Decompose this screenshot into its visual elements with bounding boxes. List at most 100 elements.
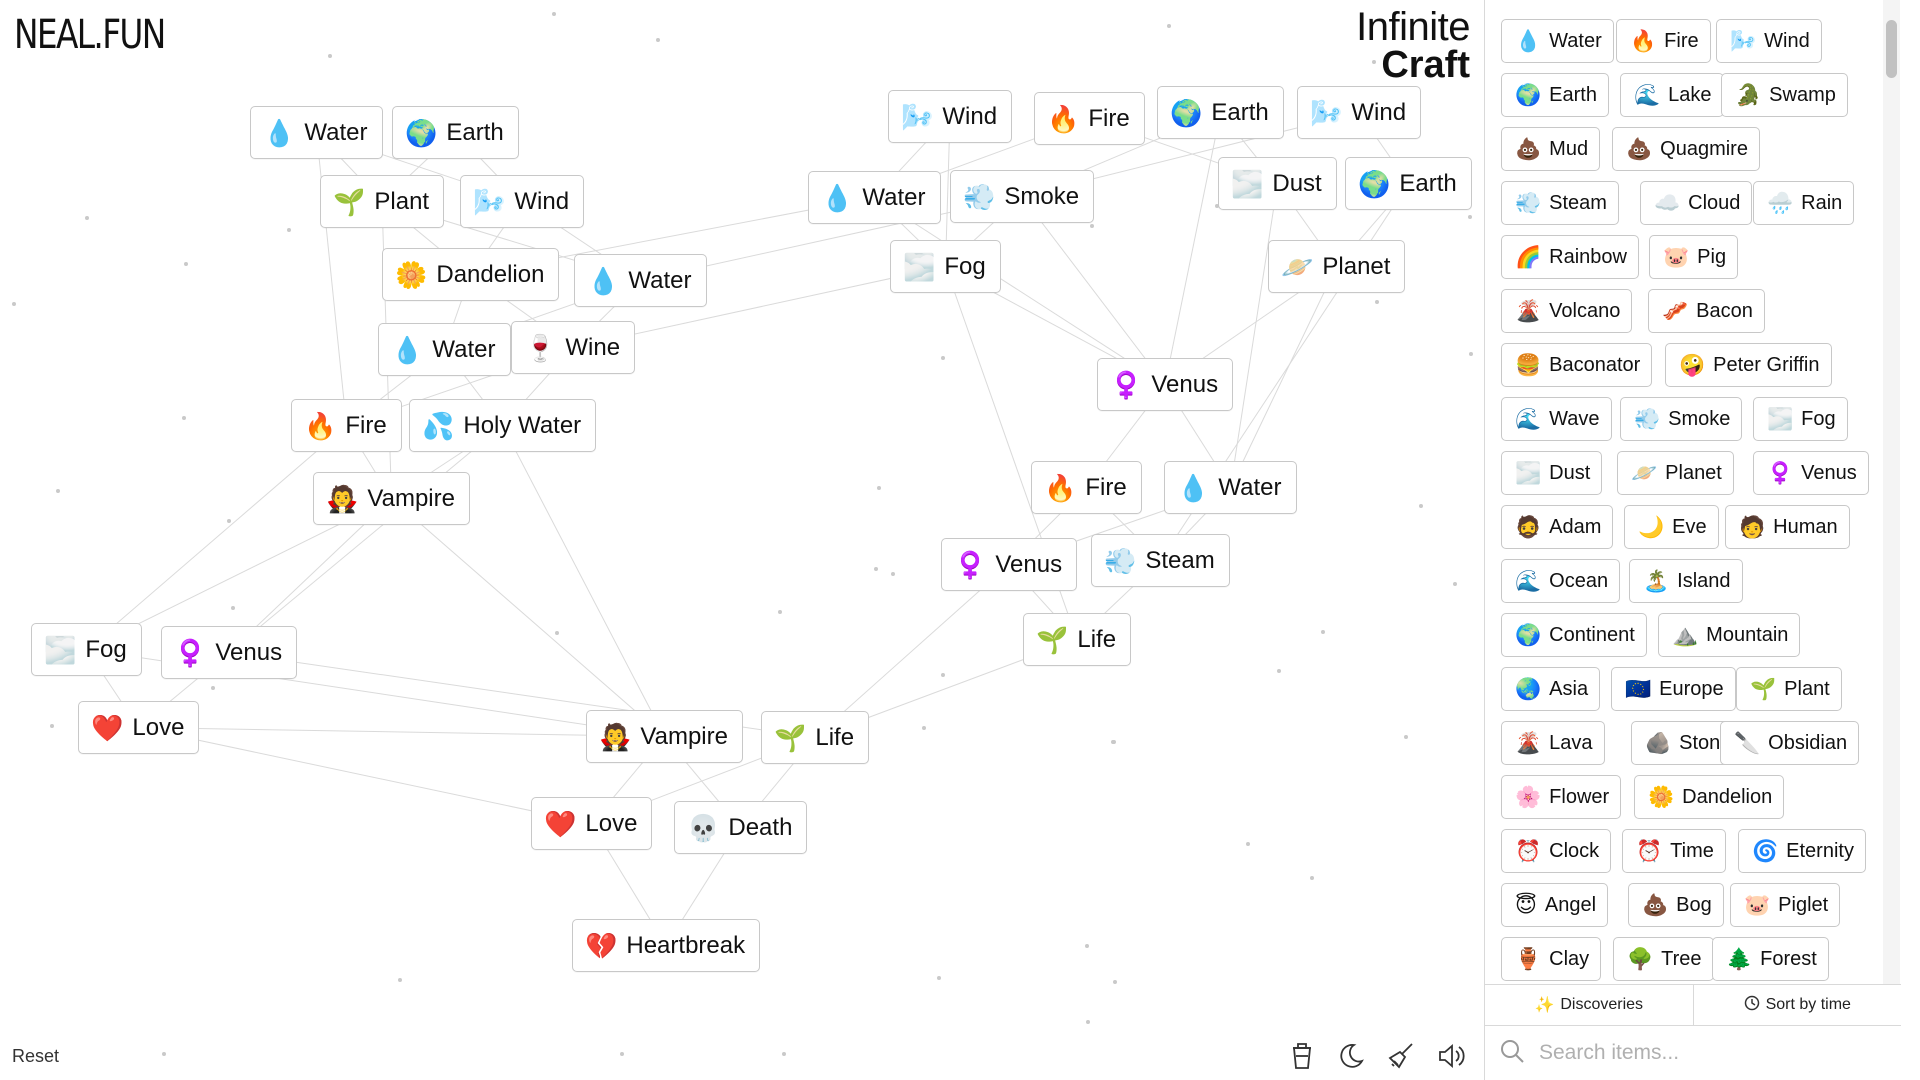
canvas-tile-life[interactable]: 🌱Life <box>1023 613 1132 666</box>
canvas-tile-venus[interactable]: ♀️Venus <box>941 538 1078 591</box>
canvas-tile-heartbreak[interactable]: 💔Heartbreak <box>572 919 761 972</box>
canvas-tile-fire[interactable]: 🔥Fire <box>1034 92 1145 145</box>
reset-button[interactable]: Reset <box>12 1046 60 1066</box>
sidebar-item-fog[interactable]: 🌫️Fog <box>1753 397 1848 441</box>
sidebar-item-eternity[interactable]: 🌀Eternity <box>1738 829 1866 873</box>
canvas-tile-death[interactable]: 💀Death <box>674 801 808 854</box>
sidebar-item-flower[interactable]: 🌸Flower <box>1501 775 1622 819</box>
sidebar-item-forest[interactable]: 🌲Forest <box>1712 937 1829 981</box>
canvas-tile-water[interactable]: 💧Water <box>1164 461 1297 514</box>
canvas-tile-steam[interactable]: 💨Steam <box>1091 534 1230 587</box>
sidebar-item-eve[interactable]: 🌙Eve <box>1624 505 1719 549</box>
tile-label: Fire <box>1085 473 1127 501</box>
sidebar-item-mountain[interactable]: ⛰️Mountain <box>1658 613 1801 657</box>
background-dot <box>1321 630 1325 634</box>
sidebar-item-venus[interactable]: ♀️Venus <box>1753 451 1869 495</box>
canvas-tile-dandelion[interactable]: 🌼Dandelion <box>382 248 560 301</box>
canvas-tile-fire[interactable]: 🔥Fire <box>291 399 402 452</box>
sidebar-item-mud[interactable]: 💩Mud <box>1501 127 1601 171</box>
sidebar-item-asia[interactable]: 🌏Asia <box>1501 667 1601 711</box>
discoveries-button[interactable]: ✨ Discoveries <box>1485 985 1694 1025</box>
sidebar-item-clay[interactable]: 🏺Clay <box>1501 937 1602 981</box>
canvas-tile-life[interactable]: 🌱Life <box>761 711 870 764</box>
sidebar-item-island[interactable]: 🏝️Island <box>1629 559 1743 603</box>
sidebar-item-wave[interactable]: 🌊Wave <box>1501 397 1612 441</box>
sidebar-item-obsidian[interactable]: 🔪Obsidian <box>1720 721 1860 765</box>
canvas-tile-earth[interactable]: 🌍Earth <box>392 106 519 159</box>
items-list[interactable]: 💧Water🔥Fire🌬️Wind 🌍Earth🌊Lake🐊Swamp 💩Mud💩Q… <box>1485 0 1901 984</box>
sidebar-item-dust[interactable]: 🌫️Dust <box>1501 451 1603 495</box>
scrollbar-thumb[interactable] <box>1886 20 1897 78</box>
sidebar-item-bacon[interactable]: 🥓Bacon <box>1648 289 1765 333</box>
sidebar-item-wind[interactable]: 🌬️Wind <box>1716 19 1822 63</box>
canvas-tile-vampire[interactable]: 🧛Vampire <box>313 472 470 525</box>
sidebar-item-volcano[interactable]: 🌋Volcano <box>1501 289 1633 333</box>
sidebar-item-tree[interactable]: 🌳Tree <box>1613 937 1714 981</box>
canvas-tile-smoke[interactable]: 💨Smoke <box>950 170 1095 223</box>
canvas-tile-dust[interactable]: 🌫️Dust <box>1218 157 1337 210</box>
sidebar-item-pig[interactable]: 🐷Pig <box>1649 235 1739 279</box>
sidebar-item-angel[interactable]: 😇Angel <box>1501 883 1609 927</box>
sidebar-item-europe[interactable]: 🇪🇺Europe <box>1611 667 1736 711</box>
moon-icon[interactable] <box>1332 1038 1368 1074</box>
canvas-tile-love[interactable]: ❤️Love <box>78 701 200 754</box>
canvas-tile-venus[interactable]: ♀️Venus <box>161 626 298 679</box>
speaker-icon[interactable] <box>1434 1038 1470 1074</box>
canvas-tile-planet[interactable]: 🪐Planet <box>1268 240 1406 293</box>
sidebar-item-human[interactable]: 🧑Human <box>1725 505 1850 549</box>
canvas-tile-earth[interactable]: 🌍Earth <box>1157 86 1284 139</box>
canvas-tile-fire[interactable]: 🔥Fire <box>1031 461 1142 514</box>
canvas-tile-water[interactable]: 💧Water <box>250 106 383 159</box>
canvas-tile-plant[interactable]: 🌱Plant <box>320 175 445 228</box>
sort-by-time-button[interactable]: Sort by time <box>1694 985 1902 1025</box>
canvas-tile-fog[interactable]: 🌫️Fog <box>890 240 1001 293</box>
sidebar-item-cloud[interactable]: ☁️Cloud <box>1640 181 1753 225</box>
canvas-tile-holy-water[interactable]: 💦Holy Water <box>409 399 597 452</box>
sidebar-item-bog[interactable]: 💩Bog <box>1628 883 1724 927</box>
canvas-tile-earth[interactable]: 🌍Earth <box>1345 157 1472 210</box>
sidebar-item-clock[interactable]: ⏰Clock <box>1501 829 1612 873</box>
sidebar-item-adam[interactable]: 🧔Adam <box>1501 505 1614 549</box>
sidebar-item-peter-griffin[interactable]: 🤪Peter Griffin <box>1665 343 1832 387</box>
sidebar-item-lake[interactable]: 🌊Lake <box>1620 73 1724 117</box>
sidebar-item-quagmire[interactable]: 💩Quagmire <box>1612 127 1760 171</box>
sidebar-item-ocean[interactable]: 🌊Ocean <box>1501 559 1621 603</box>
broom-icon[interactable] <box>1383 1038 1419 1074</box>
fire-icon: 🔥 <box>1047 103 1080 134</box>
crafting-canvas[interactable]: NEAL.FUN Infinite Craft 💧Water🌍Earth🌱Pla… <box>0 0 1484 1080</box>
sidebar-item-planet[interactable]: 🪐Planet <box>1617 451 1734 495</box>
sidebar-item-continent[interactable]: 🌍Continent <box>1501 613 1647 657</box>
sidebar-item-water[interactable]: 💧Water <box>1501 19 1614 63</box>
connection-line <box>138 727 665 737</box>
sidebar-item-fire[interactable]: 🔥Fire <box>1616 19 1711 63</box>
sidebar-item-rain[interactable]: 🌧️Rain <box>1753 181 1855 225</box>
sidebar-item-rainbow[interactable]: 🌈Rainbow <box>1501 235 1639 279</box>
canvas-tile-wind[interactable]: 🌬️Wind <box>888 90 1013 143</box>
canvas-tile-love[interactable]: ❤️Love <box>531 797 653 850</box>
canvas-tile-wine[interactable]: 🍷Wine <box>511 321 636 374</box>
canvas-tile-venus[interactable]: ♀️Venus <box>1097 358 1234 411</box>
angel-icon: 😇 <box>1515 893 1537 917</box>
canvas-tile-wind[interactable]: 🌬️Wind <box>460 175 585 228</box>
sidebar-item-baconator[interactable]: 🍔Baconator <box>1501 343 1653 387</box>
tile-label: Fog <box>944 252 986 280</box>
cup-icon[interactable] <box>1284 1038 1320 1074</box>
search-input[interactable] <box>1539 1041 1879 1065</box>
sidebar-item-swamp[interactable]: 🐊Swamp <box>1721 73 1848 117</box>
sidebar-item-time[interactable]: ⏰Time <box>1622 829 1726 873</box>
canvas-tile-water[interactable]: 💧Water <box>378 323 511 376</box>
canvas-tile-vampire[interactable]: 🧛Vampire <box>586 710 743 763</box>
canvas-tile-water[interactable]: 💧Water <box>574 254 707 307</box>
canvas-tile-water[interactable]: 💧Water <box>808 171 941 224</box>
sidebar-item-lava[interactable]: 🌋Lava <box>1501 721 1605 765</box>
sidebar-item-steam[interactable]: 💨Steam <box>1501 181 1619 225</box>
sidebar-item-piglet[interactable]: 🐷Piglet <box>1730 883 1841 927</box>
sidebar-item-dandelion[interactable]: 🌼Dandelion <box>1634 775 1785 819</box>
canvas-tile-fog[interactable]: 🌫️Fog <box>31 623 142 676</box>
neal-fun-logo[interactable]: NEAL.FUN <box>14 12 166 58</box>
sidebar-item-plant[interactable]: 🌱Plant <box>1736 667 1842 711</box>
sidebar-scrollbar[interactable] <box>1883 0 1900 984</box>
sidebar-item-smoke[interactable]: 💨Smoke <box>1620 397 1743 441</box>
sidebar-item-earth[interactable]: 🌍Earth <box>1501 73 1609 117</box>
canvas-tile-wind[interactable]: 🌬️Wind <box>1297 86 1422 139</box>
